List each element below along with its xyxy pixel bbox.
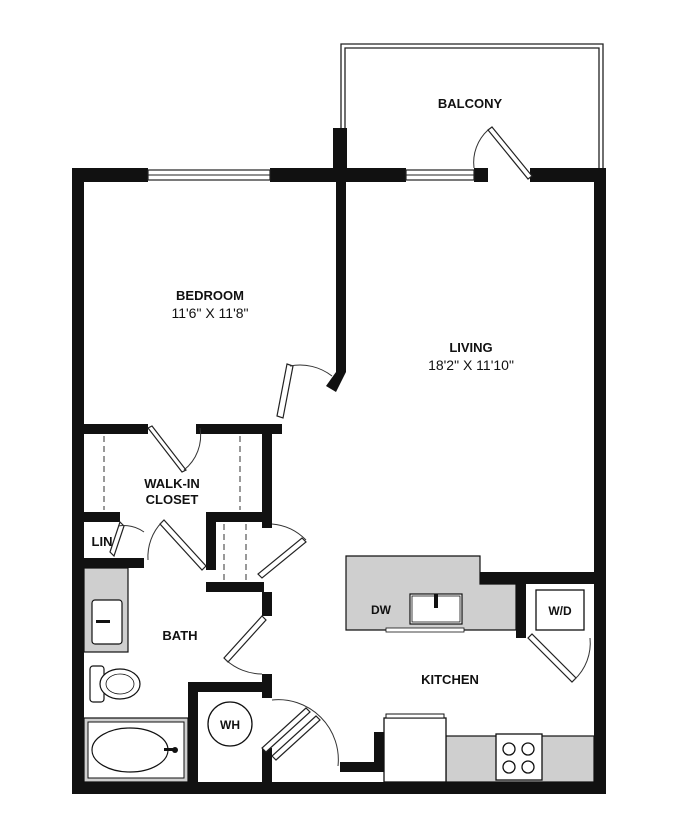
bathtub bbox=[83, 717, 189, 783]
balcony-railing bbox=[340, 43, 604, 168]
closet-shelves bbox=[103, 436, 247, 580]
windows bbox=[147, 169, 475, 181]
washer-dryer bbox=[535, 589, 585, 631]
island-base-line bbox=[385, 627, 465, 633]
linen-label: LIN bbox=[92, 534, 113, 549]
kitchen-island bbox=[345, 555, 517, 633]
toilet bbox=[89, 665, 141, 703]
bedroom-dimensions: 11'6" X 11'8" bbox=[171, 305, 248, 321]
bath-vanity bbox=[83, 567, 129, 653]
closet-label-line2: CLOSET bbox=[146, 492, 199, 507]
washer-dryer-label: W/D bbox=[548, 604, 572, 618]
water-heater-label: WH bbox=[220, 718, 240, 732]
bath-label: BATH bbox=[162, 628, 197, 643]
bedroom-label: BEDROOM bbox=[176, 288, 244, 303]
kitchen-label: KITCHEN bbox=[421, 672, 479, 687]
interior-doors bbox=[109, 363, 591, 767]
kitchen-back-counter bbox=[383, 713, 595, 783]
living-label: LIVING bbox=[449, 340, 492, 355]
balcony-door bbox=[473, 126, 533, 180]
refrigerator bbox=[383, 717, 447, 783]
exterior-walls bbox=[72, 128, 606, 794]
balcony-label: BALCONY bbox=[438, 96, 503, 111]
living-dimensions: 18'2" X 11'10" bbox=[428, 357, 514, 373]
stove bbox=[495, 733, 543, 781]
closet-label-line1: WALK-IN bbox=[144, 476, 200, 491]
dishwasher-label: DW bbox=[371, 603, 392, 617]
water-heater bbox=[207, 701, 253, 747]
interior-walls bbox=[84, 182, 598, 782]
